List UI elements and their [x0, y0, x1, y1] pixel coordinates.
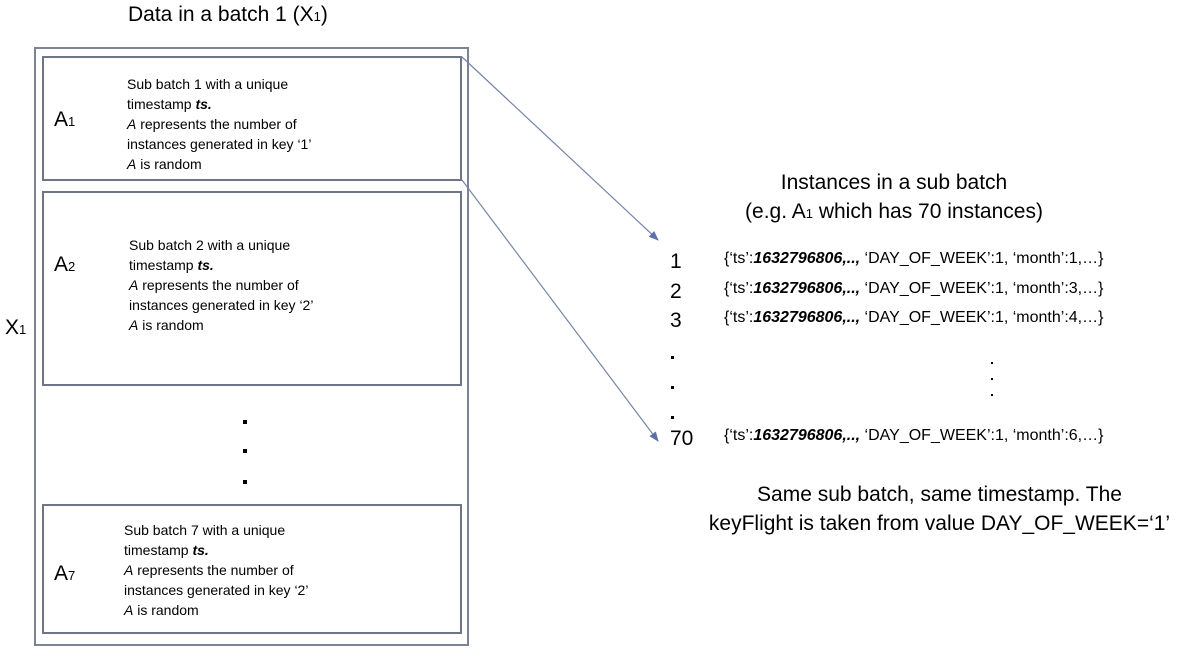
sub-batch-box-1: A1 Sub batch 1 with a unique timestamp t… — [42, 56, 462, 181]
instance-index: 2 — [670, 280, 682, 303]
ellipsis-dot — [671, 356, 674, 359]
instance-index: 1 — [670, 250, 682, 273]
sub-batch-box-7: A7 Sub batch 7 with a unique timestamp t… — [42, 504, 462, 634]
batch-container — [34, 47, 469, 646]
ellipsis-dot — [243, 480, 247, 484]
ellipsis-dot — [671, 386, 674, 389]
instance-index: 70 — [670, 427, 694, 450]
batch-title: Data in a batch 1 (X1) — [128, 3, 328, 26]
sub-batch-box-2: A2 Sub batch 2 with a unique timestamp t… — [42, 191, 462, 386]
ellipsis-dot — [991, 378, 993, 380]
arrow-to-first-instance — [461, 56, 659, 241]
sub-batch-label: A7 — [54, 562, 76, 585]
sub-batch-description: Sub batch 7 with a unique timestamp ts. … — [124, 522, 309, 618]
ellipsis-dot — [671, 416, 674, 419]
instance-row: {‘ts’:1632796806,.., ‘DAY_OF_WEEK’:1, ‘m… — [724, 427, 1104, 444]
explanation-caption: Same sub batch, same timestamp. The keyF… — [708, 483, 1171, 535]
instance-row: {‘ts’:1632796806,.., ‘DAY_OF_WEEK’:1, ‘m… — [724, 250, 1104, 267]
sub-batch-description: Sub batch 2 with a unique timestamp ts. … — [129, 237, 314, 333]
ellipsis-dot — [991, 362, 993, 364]
ellipsis-dot — [243, 420, 247, 424]
instance-row: {‘ts’:1632796806,.., ‘DAY_OF_WEEK’:1, ‘m… — [724, 280, 1104, 297]
ellipsis-dot — [991, 394, 993, 396]
batch-side-label: X1 — [5, 316, 27, 339]
sub-batch-label: A1 — [54, 108, 76, 131]
instance-index: 3 — [670, 309, 682, 332]
instance-row: {‘ts’:1632796806,.., ‘DAY_OF_WEEK’:1, ‘m… — [724, 309, 1104, 326]
arrow-to-last-instance — [461, 179, 659, 442]
sub-batch-description: Sub batch 1 with a unique timestamp ts. … — [127, 76, 312, 172]
sub-batch-label: A2 — [54, 253, 76, 276]
ellipsis-dot — [243, 449, 247, 453]
instances-title: Instances in a sub batch (e.g. A1 which … — [745, 171, 1043, 223]
